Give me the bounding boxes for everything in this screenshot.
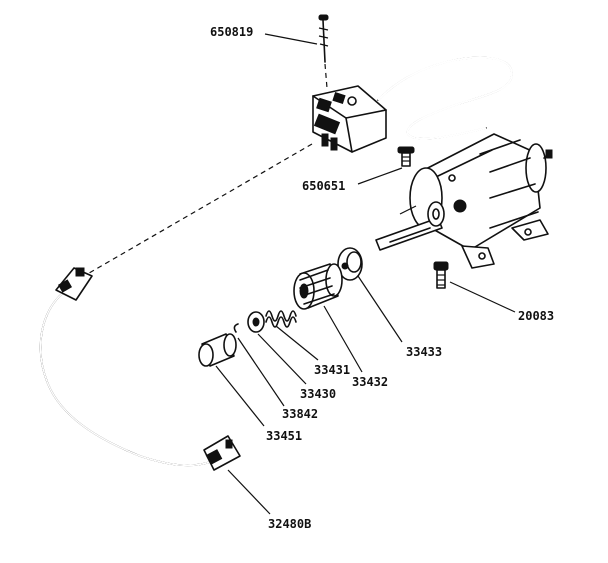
screw-650819 <box>318 14 329 89</box>
spring-33431 <box>265 310 297 328</box>
pinion-gear-33432 <box>293 263 343 310</box>
dust-cover-33451 <box>198 333 237 367</box>
leader-33451 <box>215 365 265 427</box>
label-33842: 33842 <box>282 407 318 421</box>
label-33432: 33432 <box>352 375 388 389</box>
label-33430: 33430 <box>300 387 336 401</box>
cord-assembly-32480B <box>39 267 241 471</box>
label-650819: 650819 <box>210 25 253 39</box>
drive-shaft <box>375 201 445 251</box>
label-33433: 33433 <box>406 345 442 359</box>
spring-retainer-33430 <box>247 311 265 333</box>
bolt-20083 <box>433 261 449 289</box>
screw-650651 <box>397 146 415 167</box>
label-650651: 650651 <box>302 179 345 193</box>
starter-motor <box>409 133 553 269</box>
leader-650651 <box>357 167 403 185</box>
label-33451: 33451 <box>266 429 302 443</box>
leader-33433 <box>357 275 403 343</box>
label-32480B: 32480B <box>268 517 311 531</box>
label-33431: 33431 <box>314 363 350 377</box>
leader-33842 <box>237 337 285 407</box>
leader-32480B <box>227 469 271 515</box>
switch-box <box>312 85 387 153</box>
label-20083: 20083 <box>518 309 554 323</box>
cup-washer-33433 <box>337 247 363 281</box>
leader-33430 <box>257 333 307 385</box>
retaining-ring-33842 <box>233 323 239 333</box>
leader-33431 <box>275 325 319 361</box>
leader-33432 <box>323 305 363 373</box>
leader-20083 <box>449 281 516 313</box>
leader-650819 <box>264 33 318 45</box>
assembly-guide-line <box>83 143 313 277</box>
